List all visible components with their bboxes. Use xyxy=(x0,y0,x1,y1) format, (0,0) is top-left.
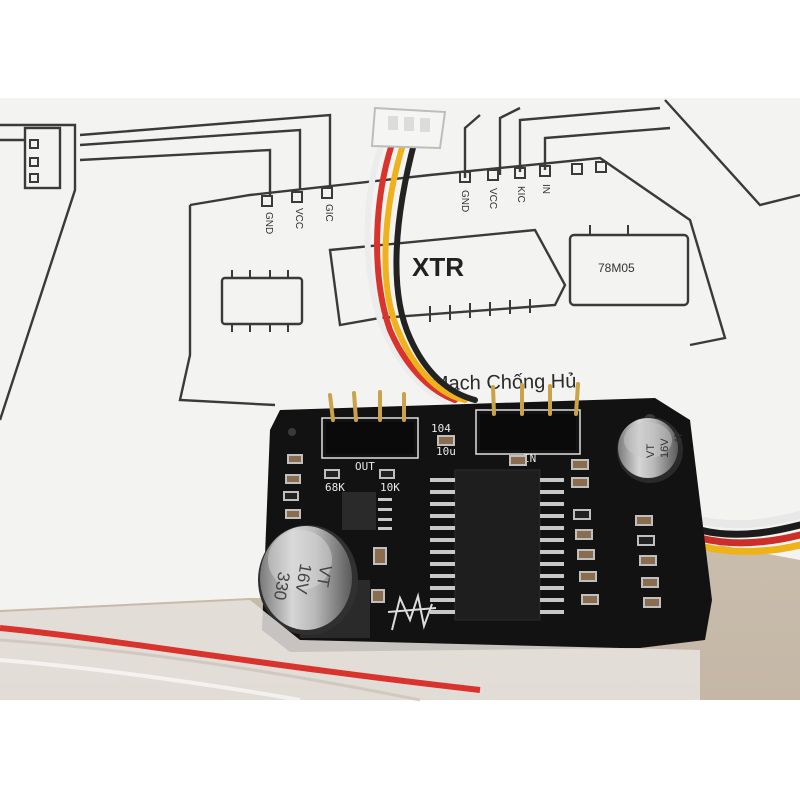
in-header-pins xyxy=(491,382,580,416)
small-cap-value: 47 xyxy=(673,432,685,444)
pin-label-in-right: IN xyxy=(540,184,551,194)
out-label: OUT xyxy=(355,460,375,473)
cap-code-10u: 10u xyxy=(436,445,456,458)
ic-legs-left xyxy=(430,478,455,614)
out-header-pins xyxy=(328,390,406,422)
pin-label-gic-left: GIC xyxy=(323,204,334,222)
schematic-chip-legs xyxy=(231,225,629,332)
schematic-regulator-label: 78M05 xyxy=(598,261,635,275)
main-ic-chip xyxy=(454,469,541,621)
small-cap-voltage: 16V xyxy=(659,438,671,458)
connector-wires xyxy=(364,132,478,403)
in-header-outline xyxy=(475,409,581,455)
schematic-chip-label: XTR xyxy=(412,252,464,282)
pin-label-kic-right: KIC xyxy=(515,186,526,203)
ic-legs-right xyxy=(540,478,564,614)
small-cap-series: VT xyxy=(645,444,657,458)
pin-label-gnd-left: GND xyxy=(263,212,274,234)
silkscreen-signature xyxy=(387,592,437,631)
out-header-outline xyxy=(321,417,419,459)
small-electrolytic-capacitor xyxy=(617,417,683,483)
cap-code-104: 104 xyxy=(431,422,451,435)
small-cap-markings: 47 16V VT xyxy=(645,432,685,458)
large-cap-series: VT xyxy=(313,564,335,589)
pin-label-vcc-right: VCC xyxy=(487,188,498,209)
plastic-bag-with-red-wire xyxy=(0,600,700,702)
mounting-hole xyxy=(288,428,296,436)
resistor-label-68k: 68K xyxy=(325,481,345,494)
bottom-margin xyxy=(0,700,800,800)
large-cap-value: 330 xyxy=(270,570,294,601)
pin-label-vcc-left: VCC xyxy=(293,208,304,229)
top-margin xyxy=(0,0,800,98)
schematic-pins xyxy=(29,139,607,207)
schematic-pin-labels-right: GND VCC KIC IN xyxy=(459,184,551,212)
smd-components xyxy=(283,435,661,608)
schematic-drawing xyxy=(0,99,800,421)
resistor-label-10k: 10K xyxy=(380,481,400,494)
ribbon-cable-right xyxy=(696,511,800,555)
large-electrolytic-capacitor xyxy=(258,525,370,638)
small-ic xyxy=(342,492,392,530)
jst-connector xyxy=(370,106,447,150)
schematic-pin-labels-left: GND VCC GIC xyxy=(263,204,334,234)
pin-label-gnd-right: GND xyxy=(459,190,470,212)
